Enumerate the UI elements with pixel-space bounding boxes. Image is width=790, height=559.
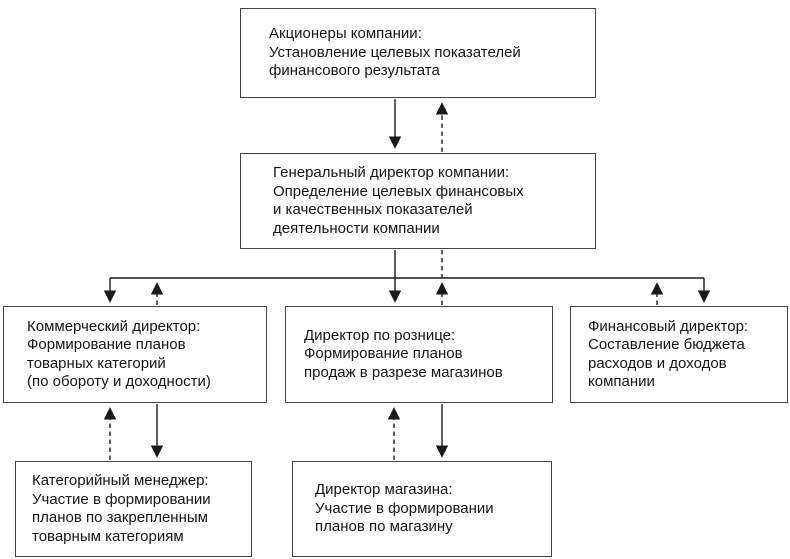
node-shareholders-label: Акционеры компании: Установление целевых… (269, 25, 521, 80)
node-store-director-label: Директор магазина: Участие в формировани… (315, 481, 494, 536)
node-category-manager: Категорийный менеджер: Участие в формиро… (15, 461, 252, 557)
node-store-director: Директор магазина: Участие в формировани… (292, 461, 552, 557)
node-general-director-label: Генеральный директор компании: Определен… (273, 164, 524, 237)
node-category-manager-label: Категорийный менеджер: Участие в формиро… (32, 472, 211, 545)
node-financial-director: Финансовый директор: Составление бюджета… (570, 306, 788, 403)
node-shareholders: Акционеры компании: Установление целевых… (240, 8, 596, 98)
node-financial-director-label: Финансовый директор: Составление бюджета… (588, 317, 749, 391)
node-commercial-director: Коммерческий директор: Формирование план… (3, 306, 267, 403)
node-commercial-director-label: Коммерческий директор: Формирование план… (27, 317, 211, 391)
node-retail-director-label: Директор по рознице: Формирование планов… (304, 326, 503, 381)
node-retail-director: Директор по рознице: Формирование планов… (285, 306, 553, 403)
node-general-director: Генеральный директор компании: Определен… (240, 153, 596, 249)
